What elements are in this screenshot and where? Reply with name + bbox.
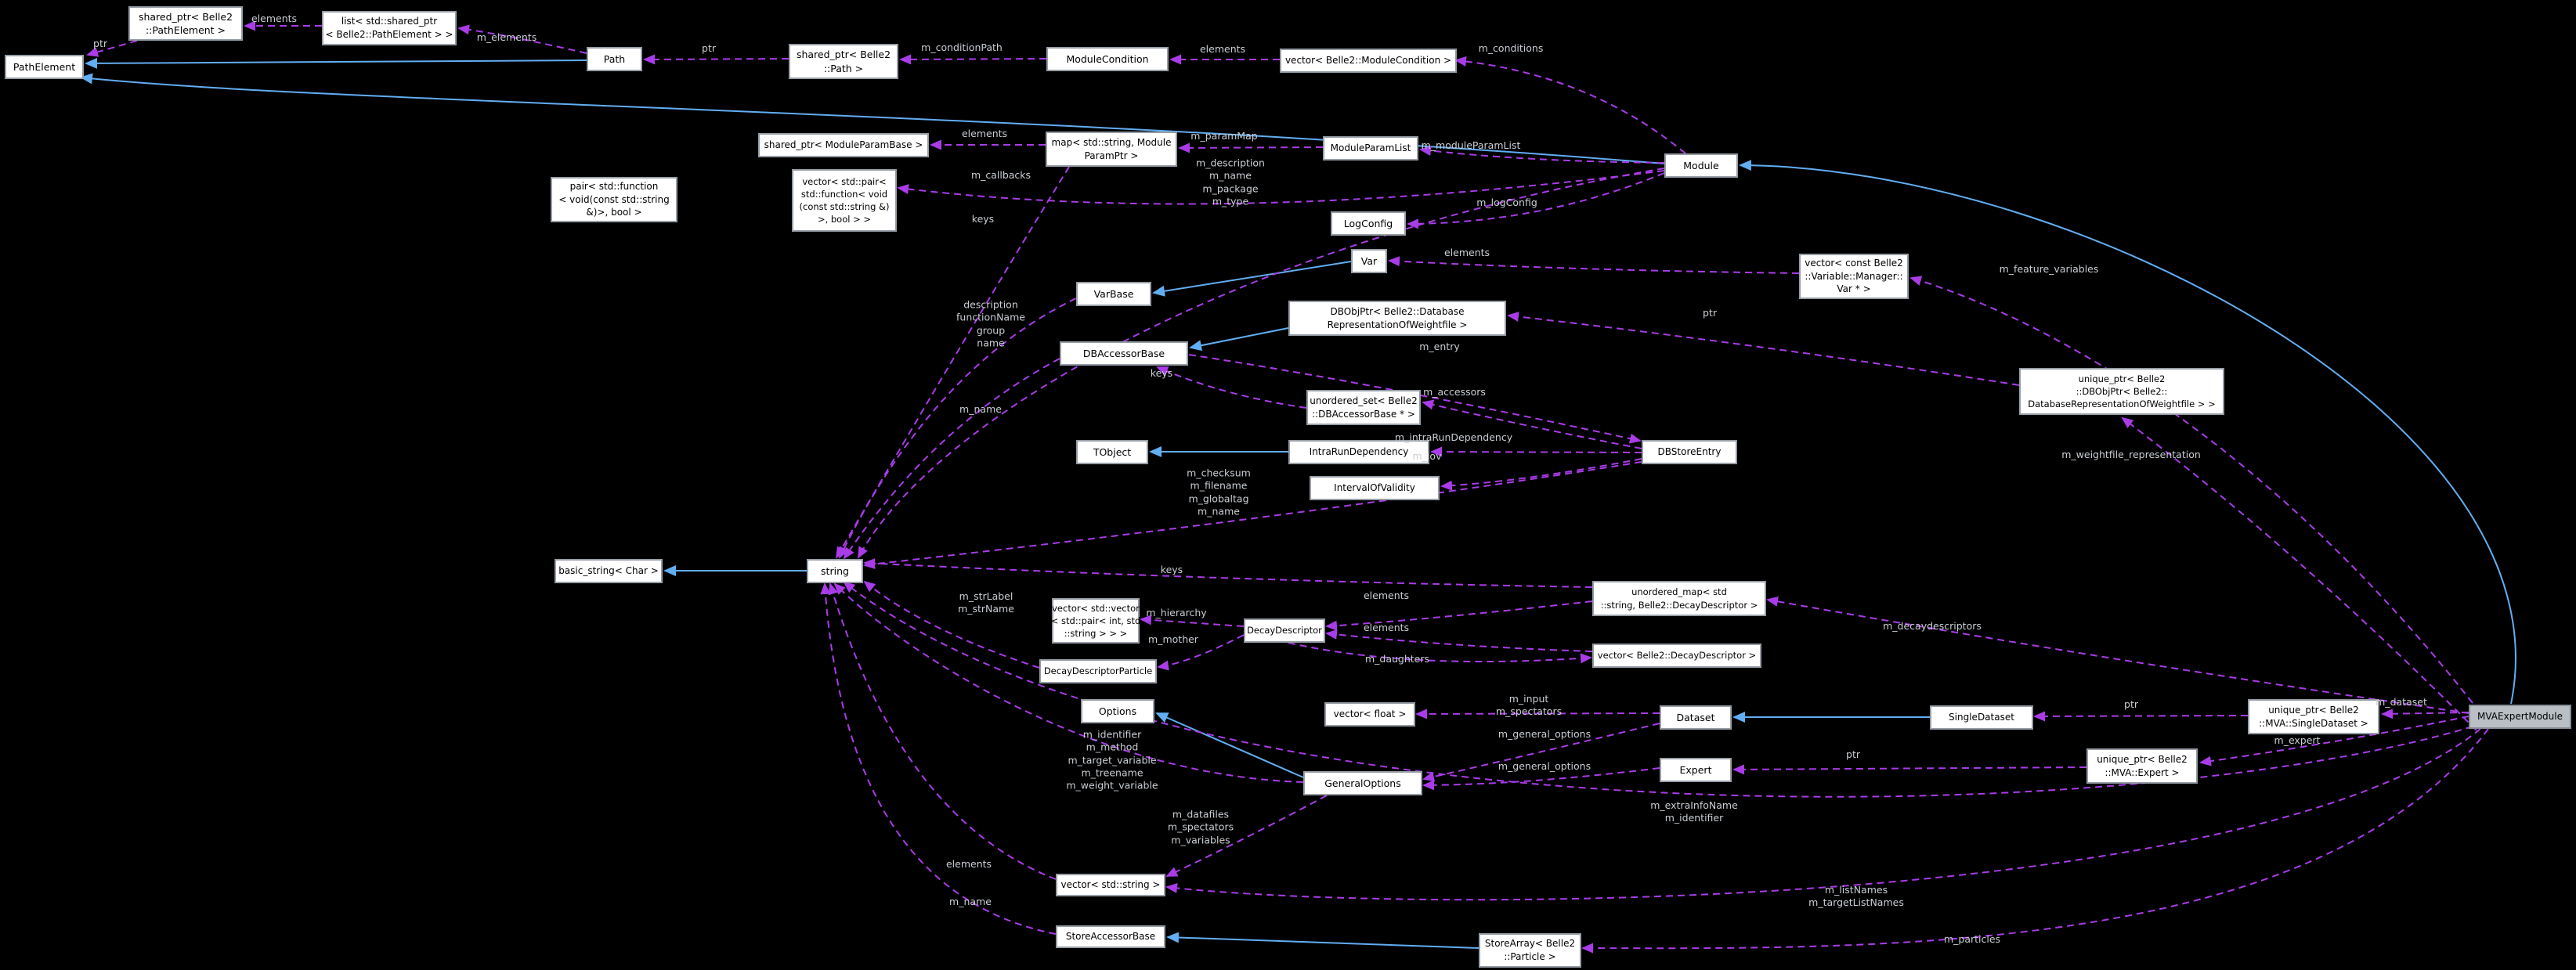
node-vector-float[interactable]: vector< float > [1324, 702, 1415, 727]
inherit-mvaexpertmodule [1739, 160, 2516, 705]
inherit-storearray [1166, 932, 1479, 949]
node-shared-ptr-module-param-base[interactable]: shared_ptr< ModuleParamBase > [758, 133, 929, 157]
node-store-array-particle[interactable]: StoreArray< Belle2 ::Particle > [1479, 933, 1581, 968]
node-tobject[interactable]: TObject [1076, 440, 1148, 464]
node-mva-expert-module[interactable]: MVAExpertModule [2469, 705, 2571, 729]
node-vector-decay-descriptor[interactable]: vector< Belle2::DecayDescriptor > [1592, 644, 1761, 668]
node-shared-ptr-path[interactable]: shared_ptr< Belle2 ::Path > [789, 44, 898, 79]
node-interval-of-validity[interactable]: IntervalOfValidity [1310, 476, 1440, 500]
use-m-name-storeaccessor [820, 582, 1057, 935]
edges [80, 20, 2516, 954]
node-module[interactable]: Module [1664, 153, 1738, 178]
use-m-general-options-1 [1422, 723, 1660, 782]
node-store-accessor-base[interactable]: StoreAccessorBase [1056, 925, 1165, 948]
use-dbstoreentry-strings [863, 461, 1642, 569]
node-unordered-map-string-decay-descriptor[interactable]: unordered_map< std ::string, Belle2::Dec… [1592, 581, 1766, 616]
node-vector-string[interactable]: vector< std::string > [1056, 874, 1165, 896]
node-module-condition[interactable]: ModuleCondition [1046, 47, 1169, 71]
use-generaloptions-strings [833, 582, 1304, 783]
node-list-shared-ptr-path-element[interactable]: list< std::shared_ptr < Belle2::PathElem… [322, 11, 457, 45]
use-m-datafiles [1165, 795, 1328, 877]
node-path[interactable]: Path [587, 47, 642, 71]
node-path-element[interactable]: PathElement [5, 55, 84, 79]
use-m-weightfile-representation [2121, 416, 2477, 731]
use-m-listnames [1165, 728, 2481, 901]
inherit-path [85, 57, 587, 69]
node-var-base[interactable]: VarBase [1076, 282, 1151, 306]
use-m-logconfig [1407, 172, 1665, 229]
use-m-particles [1581, 728, 2489, 954]
use-m-accessors [1422, 399, 1642, 449]
node-decay-descriptor-particle[interactable]: DecayDescriptorParticle [1039, 659, 1157, 683]
node-single-dataset[interactable]: SingleDataset [1930, 705, 2033, 730]
use-module-strings [858, 168, 1665, 559]
use-m-dataset [2381, 709, 2469, 719]
node-unique-ptr-expert[interactable]: unique_ptr< Belle2 ::MVA::Expert > [2086, 748, 2198, 784]
node-pair-function-bool[interactable]: pair< std::function < void(const std::st… [551, 177, 677, 222]
use-m-hierarchy [1140, 615, 1245, 627]
use-m-parammap [1178, 142, 1324, 153]
use-m-mother [1157, 634, 1245, 671]
use-m-moduleparamlist [1419, 146, 1665, 164]
use-m-decaydescriptors [1766, 596, 2469, 714]
node-string[interactable]: string [807, 559, 863, 583]
node-db-store-entry[interactable]: DBStoreEntry [1642, 440, 1737, 464]
use-m-callbacks [897, 170, 1665, 205]
use-keys-dbaccessorbase [1156, 366, 1307, 409]
node-dataset[interactable]: Dataset [1660, 705, 1732, 730]
use-m-conditions [1454, 56, 1686, 154]
use-m-expert [2199, 716, 2469, 766]
use-keys-unorderedmap [863, 558, 1593, 588]
node-unordered-set-db-accessor-base[interactable]: unordered_set< Belle2 ::DBAccessorBase *… [1306, 390, 1421, 425]
use-keys-map [835, 166, 1070, 559]
node-unique-ptr-single-dataset[interactable]: unique_ptr< Belle2 ::MVA::SingleDataset … [2248, 699, 2379, 734]
use-elements-vectordd [1325, 629, 1593, 652]
use-ptr-expert [1732, 764, 2087, 775]
use-elements-vectorstring [828, 582, 1057, 880]
node-options[interactable]: Options [1081, 699, 1154, 723]
use-m-name-dbaccessor [843, 358, 1060, 560]
node-log-config[interactable]: LogConfig [1331, 211, 1406, 236]
node-vector-const-var-ptr[interactable]: vector< const Belle2 ::Variable::Manager… [1799, 254, 1909, 299]
use-m-iov [1440, 458, 1642, 491]
node-db-accessor-base[interactable]: DBAccessorBase [1060, 341, 1188, 366]
use-varbase-strings [839, 297, 1077, 559]
node-basic-string-char[interactable]: basic_string< Char > [555, 559, 663, 583]
node-var[interactable]: Var [1351, 249, 1387, 273]
node-vector-module-condition[interactable]: vector< Belle2::ModuleCondition > [1280, 49, 1457, 73]
use-strlabel-strname [863, 580, 1040, 669]
inherit-dbobjptr [1189, 327, 1289, 352]
node-vector-vector-pair-int-string[interactable]: vector< std::vector < std::pair< int, st… [1051, 598, 1140, 644]
node-decay-descriptor[interactable]: DecayDescriptor [1244, 618, 1325, 643]
node-module-param-list[interactable]: ModuleParamList [1323, 136, 1418, 160]
node-dbobjptr-weightfile[interactable]: DBObjPtr< Belle2::Database Representatio… [1288, 301, 1506, 336]
use-m-feature-variables [1909, 276, 2473, 704]
use-ptr-dbobjptr [1507, 312, 2020, 386]
use-m-daughters [1288, 642, 1592, 664]
use-m-intrarundependency [1430, 446, 1642, 457]
inherit-generaloptions [1155, 712, 1304, 778]
use-m-input-spectators [1415, 709, 1660, 719]
use-m-extrainfoname [843, 581, 2473, 798]
node-general-options[interactable]: GeneralOptions [1303, 771, 1422, 795]
inherit-var [1152, 261, 1352, 297]
use-ptr-pathelement [86, 40, 138, 57]
node-intra-run-dependency[interactable]: IntraRunDependency [1288, 440, 1429, 464]
node-vector-pair-function-bool[interactable]: vector< std::pair< std::function< void (… [792, 169, 897, 232]
node-expert[interactable]: Expert [1660, 758, 1732, 782]
use-elements-var [1388, 256, 1800, 274]
node-shared-ptr-path-element[interactable]: shared_ptr< Belle2 ::PathElement > [128, 6, 243, 41]
use-m-elements [457, 24, 587, 54]
use-elements-unorderedmap-dd [1325, 600, 1593, 631]
node-unique-ptr-dbobjptr-weightfile[interactable]: unique_ptr< Belle2 ::DBObjPtr< Belle2:: … [2019, 368, 2224, 415]
node-map-string-module-param-ptr[interactable]: map< std::string, Module ParamPtr > [1046, 132, 1177, 167]
